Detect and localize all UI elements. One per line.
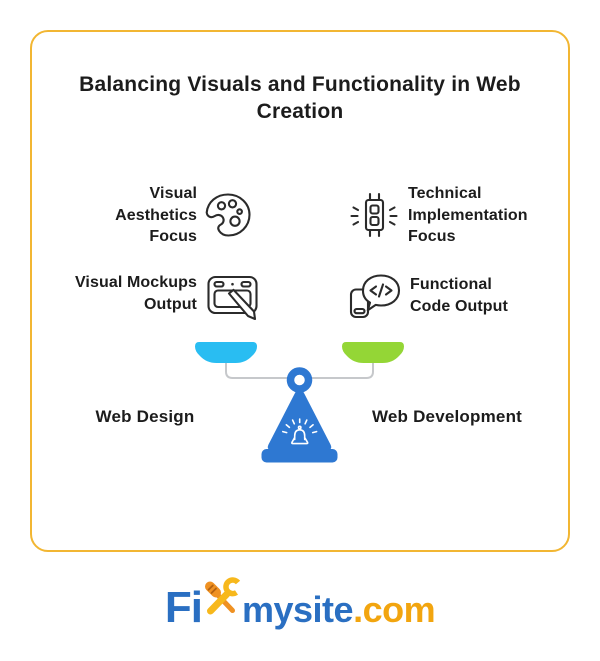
feature-label-visual-mockups: Visual Mockups Output — [74, 274, 197, 313]
feature-label-functional-code: Functional Code Output — [410, 276, 508, 315]
logo-text-com: .com — [353, 589, 436, 630]
drawing-tablet-icon — [204, 268, 266, 331]
logo-text-fi: Fi — [164, 583, 203, 632]
fixmysite-logo: Fi mysite .com — [0, 576, 600, 633]
infographic-card — [30, 30, 570, 552]
right-scale-pan — [342, 342, 404, 363]
web-development-label: Web Development — [371, 407, 523, 426]
page-title: Balancing Visuals and Functionality in W… — [79, 73, 521, 123]
left-scale-pan — [195, 342, 257, 363]
crossed-tools-icon — [205, 577, 241, 615]
bell-icon — [282, 418, 318, 445]
balance-scale — [195, 342, 404, 463]
code-speech-bubble-icon — [342, 269, 406, 334]
web-design-label: Web Design — [95, 407, 195, 426]
feature-label-visual-aesthetics: Visual Aesthetics Focus — [115, 185, 197, 245]
logo-text-mysite: mysite — [242, 589, 354, 630]
circuit-component-icon — [346, 186, 402, 253]
palette-icon — [202, 190, 254, 247]
feature-label-technical-implementation: Technical Implementation Focus — [408, 185, 528, 245]
scale-pivot-ring — [286, 367, 313, 393]
scale-stand-base — [261, 449, 338, 463]
